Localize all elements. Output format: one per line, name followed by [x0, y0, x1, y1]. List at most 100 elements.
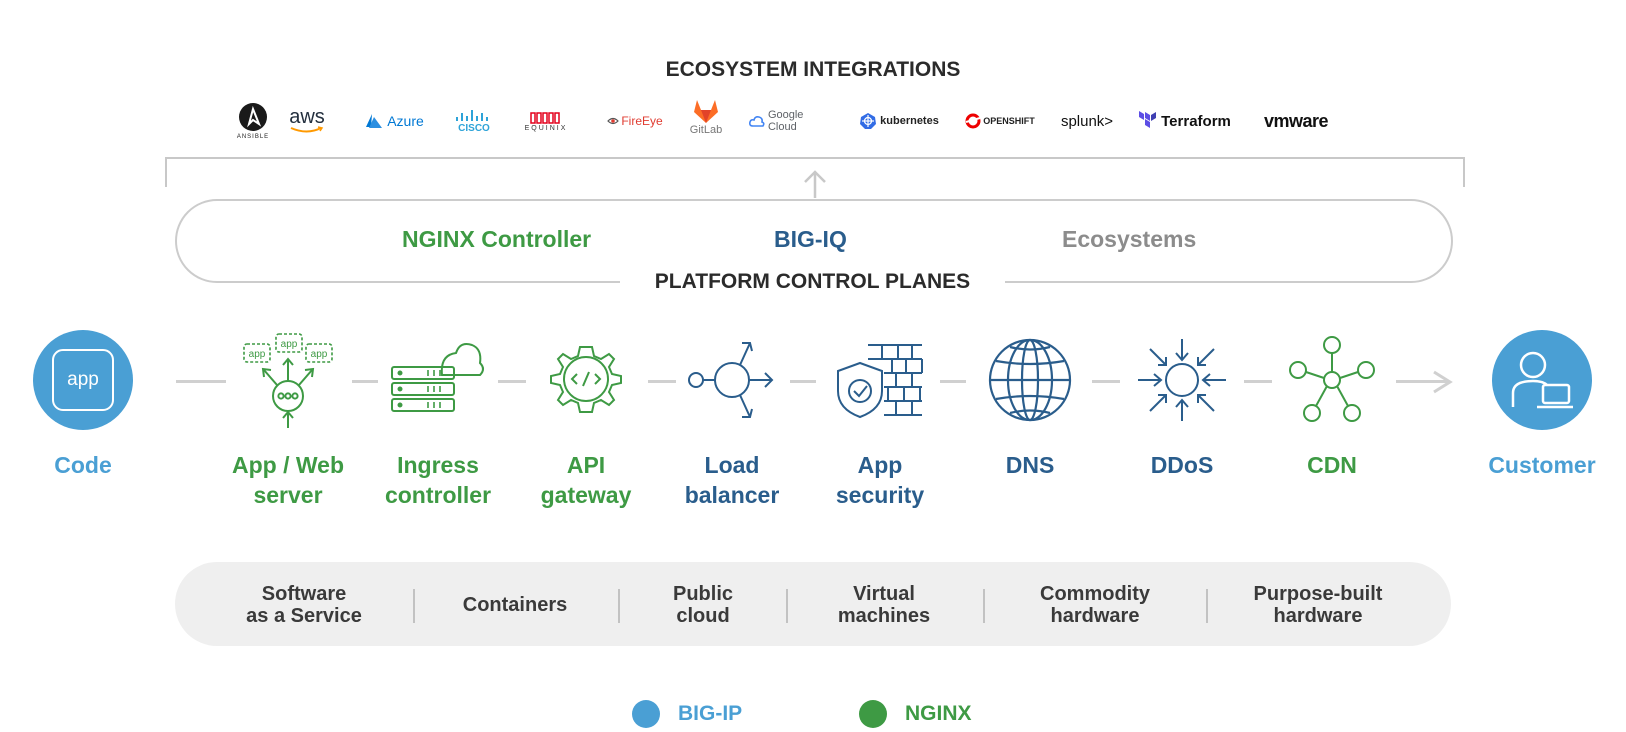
cisco-bars-icon: [456, 109, 488, 121]
google-cloud-logo-text: Google Cloud: [767, 109, 804, 133]
ddos-icon: [1138, 339, 1226, 421]
customer-node: [1492, 330, 1592, 430]
app-icon: app: [52, 349, 114, 411]
aws-smile-icon: [290, 126, 324, 133]
ingress-controller-label: Ingress controller: [358, 450, 518, 510]
user-laptop-icon: [1511, 351, 1573, 409]
fireeye-logo-text: FireEye: [621, 114, 663, 128]
connector: [498, 380, 526, 383]
label-line: Containers: [462, 594, 568, 616]
label-line: Commodity: [1040, 583, 1150, 605]
azure-logo-text: Azure: [387, 113, 424, 129]
label-line: Virtual: [853, 583, 915, 605]
terraform-icon: [1139, 111, 1157, 128]
customer-label: Customer: [1488, 452, 1596, 478]
label-line: gateway: [540, 482, 632, 508]
equinix-logo-text: EQUINIX: [524, 124, 568, 132]
label-line: DDoS: [1150, 452, 1214, 478]
ecosystem-logo-row: ANSIBLE aws Azure CISCO: [225, 98, 1405, 144]
deployment-item: Virtual machines: [806, 583, 962, 627]
arrow-right-icon: [1433, 370, 1453, 394]
label-line: App / Web: [231, 452, 344, 478]
app-bubble-text: app: [249, 349, 266, 360]
ecosystem-bracket: [165, 157, 1464, 159]
deployment-item: Public cloud: [640, 583, 766, 627]
label-line: hardware: [1273, 605, 1363, 627]
deployment-item: Containers: [440, 594, 590, 616]
label-line: DNS: [1005, 452, 1055, 478]
ecosystem-title: ECOSYSTEM INTEGRATIONS: [665, 58, 961, 81]
label-line: hardware: [1050, 605, 1140, 627]
load-balancer-label: Load balancer: [652, 450, 812, 510]
cdn-label: CDN: [1252, 450, 1412, 480]
vmware-logo: vmware: [1253, 98, 1339, 144]
up-arrow-icon: [804, 170, 826, 198]
label-line: Public: [672, 583, 733, 605]
api-gateway-icon: [550, 346, 622, 413]
connector: [648, 380, 676, 383]
connector: [1092, 380, 1120, 383]
ecosystems-label: Ecosystems: [1062, 226, 1197, 252]
ansible-icon: [239, 103, 267, 131]
ingress-controller-icon: [391, 343, 484, 412]
cisco-logo: CISCO: [451, 98, 497, 144]
deployment-item: Software as a Service: [224, 583, 384, 627]
nginx-controller-label: NGINX Controller: [402, 226, 592, 252]
ecosystem-bracket-left: [165, 157, 167, 187]
deployment-item: Commodity hardware: [1006, 583, 1184, 627]
equinix-logo: EQUINIX: [515, 98, 577, 144]
ansible-logo-text: ANSIBLE: [236, 134, 270, 140]
legend-big-ip-dot: [632, 700, 660, 728]
equinix-icon: [530, 111, 560, 124]
kubernetes-logo: kubernetes: [857, 98, 941, 144]
terraform-logo-text: Terraform: [1161, 112, 1231, 130]
big-iq-label: BIG-IQ: [774, 226, 847, 252]
connector: [1396, 380, 1448, 383]
legend-big-ip-label: BIG-IP: [678, 702, 743, 725]
kubernetes-logo-text: kubernetes: [880, 115, 939, 127]
load-balancer-icon: [688, 342, 774, 418]
cdn-icon: [1289, 336, 1375, 422]
azure-logo: Azure: [351, 98, 437, 144]
dns-label: DNS: [950, 450, 1110, 480]
code-label: Code: [54, 452, 112, 478]
legend-nginx-label: NGINX: [905, 702, 972, 725]
connector: [940, 380, 966, 383]
label-line: server: [253, 482, 323, 508]
connector: [1244, 380, 1272, 383]
aws-logo-text: aws: [289, 106, 325, 128]
splunk-logo-text: splunk>: [1060, 112, 1114, 130]
deployment-separator: [618, 589, 620, 623]
ansible-logo: ANSIBLE: [233, 98, 273, 144]
aws-logo: aws: [287, 98, 327, 144]
gitlab-fox-icon: [694, 100, 718, 123]
google-cloud-logo: Google Cloud: [749, 98, 835, 144]
label-line: security: [835, 482, 925, 508]
code-node: app: [33, 330, 133, 430]
deployment-item: Purpose-built hardware: [1226, 583, 1410, 627]
deployment-separator: [786, 589, 788, 623]
label-line: machines: [837, 605, 931, 627]
ddos-label: DDoS: [1102, 450, 1262, 480]
label-line: Software: [261, 583, 347, 605]
kubernetes-wheel-icon: [860, 113, 877, 129]
app-bubble-text: app: [281, 339, 298, 350]
connector: [790, 380, 816, 383]
fireeye-icon: [607, 117, 620, 125]
app-bubble-text: app: [311, 349, 328, 360]
google-cloud-icon: [749, 116, 765, 127]
label-line: cloud: [676, 605, 730, 627]
azure-icon: [366, 114, 383, 128]
app-web-server-label: App / Web server: [208, 450, 368, 510]
fireeye-logo: FireEye: [603, 98, 667, 144]
label-line: controller: [384, 482, 492, 508]
ecosystem-bracket-right: [1463, 157, 1465, 187]
deployment-separator: [1206, 589, 1208, 623]
openshift-logo: OPENSHIFT: [965, 98, 1035, 144]
cisco-logo-text: CISCO: [458, 122, 490, 134]
label-line: balancer: [684, 482, 780, 508]
gitlab-logo-text: GitLab: [689, 124, 723, 136]
connector: [352, 380, 378, 383]
splunk-logo: splunk>: [1057, 98, 1117, 144]
globe-icon: [988, 338, 1072, 422]
